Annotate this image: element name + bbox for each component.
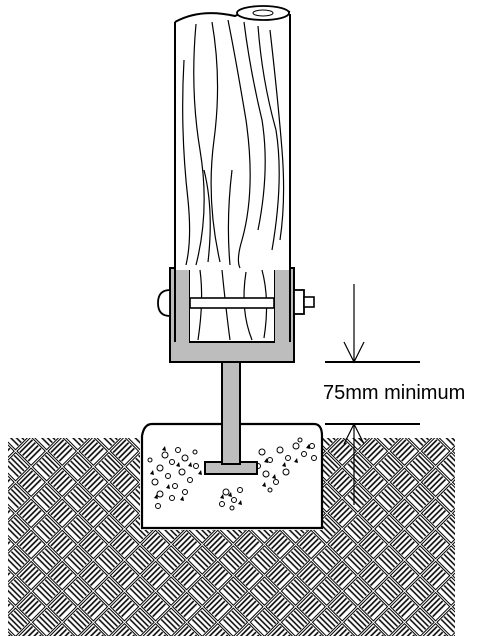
timber-post-icon <box>174 5 291 343</box>
dimension-label: 75mm minimum <box>323 382 465 404</box>
dimension-annotation <box>325 284 420 505</box>
concrete-footing-icon <box>140 422 324 530</box>
bolt-icon <box>157 289 315 317</box>
